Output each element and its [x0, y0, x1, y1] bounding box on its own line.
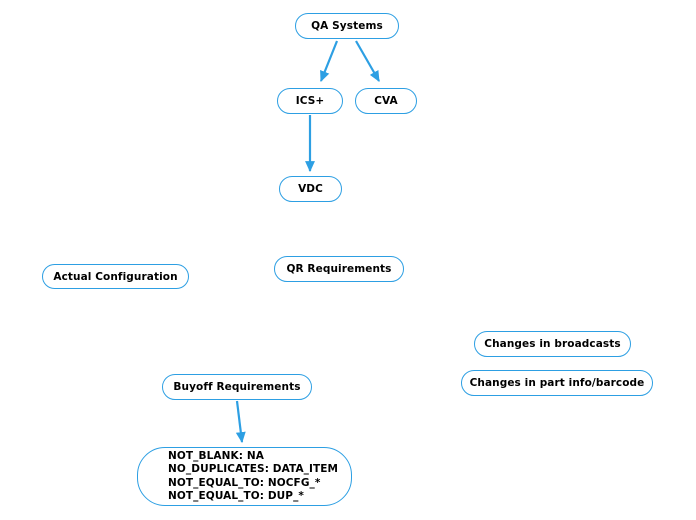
- node-qa-systems-label: QA Systems: [311, 20, 383, 32]
- node-cva-label: CVA: [374, 95, 398, 107]
- validation-rule-not-equal-nocfg: NOT_EQUAL_TO: NOCFG_*: [168, 476, 321, 489]
- node-ics-plus-label: ICS+: [295, 95, 325, 107]
- node-buyoff-requirements[interactable]: Buyoff Requirements: [162, 374, 312, 400]
- node-qr-requirements[interactable]: QR Requirements: [274, 256, 404, 282]
- edge-qa-to-cva: [355, 40, 380, 82]
- validation-rule-no-duplicates: NO_DUPLICATES: DATA_ITEM: [168, 463, 339, 475]
- validation-rule-not-equal-dup: NOT_EQUAL_TO: DUP_*: [168, 490, 305, 502]
- node-actual-configuration[interactable]: Actual Configuration: [42, 264, 189, 289]
- edge-buyoff-to-rules: [235, 400, 246, 444]
- validation-rule-not-blank: NOT_BLANK: NA: [168, 449, 264, 462]
- node-qr-requirements-label: QR Requirements: [286, 263, 392, 275]
- node-vdc-label: VDC: [298, 183, 323, 195]
- node-actual-configuration-label: Actual Configuration: [53, 270, 178, 283]
- node-changes-in-part-info-label: Changes in part info/barcode: [469, 377, 645, 389]
- edge-qa-to-ics: [319, 40, 339, 83]
- node-vdc[interactable]: VDC: [279, 176, 342, 202]
- node-qa-systems[interactable]: QA Systems: [295, 13, 399, 39]
- node-changes-in-part-info[interactable]: Changes in part info/barcode: [461, 370, 653, 396]
- node-changes-in-broadcasts[interactable]: Changes in broadcasts: [474, 331, 631, 357]
- node-ics-plus[interactable]: ICS+: [277, 88, 343, 114]
- node-cva[interactable]: CVA: [355, 88, 417, 114]
- node-buyoff-requirements-label: Buyoff Requirements: [173, 381, 301, 393]
- node-validation-rules[interactable]: NOT_BLANK: NA NO_DUPLICATES: DATA_ITEM N…: [137, 447, 352, 506]
- node-changes-in-broadcasts-label: Changes in broadcasts: [484, 338, 621, 350]
